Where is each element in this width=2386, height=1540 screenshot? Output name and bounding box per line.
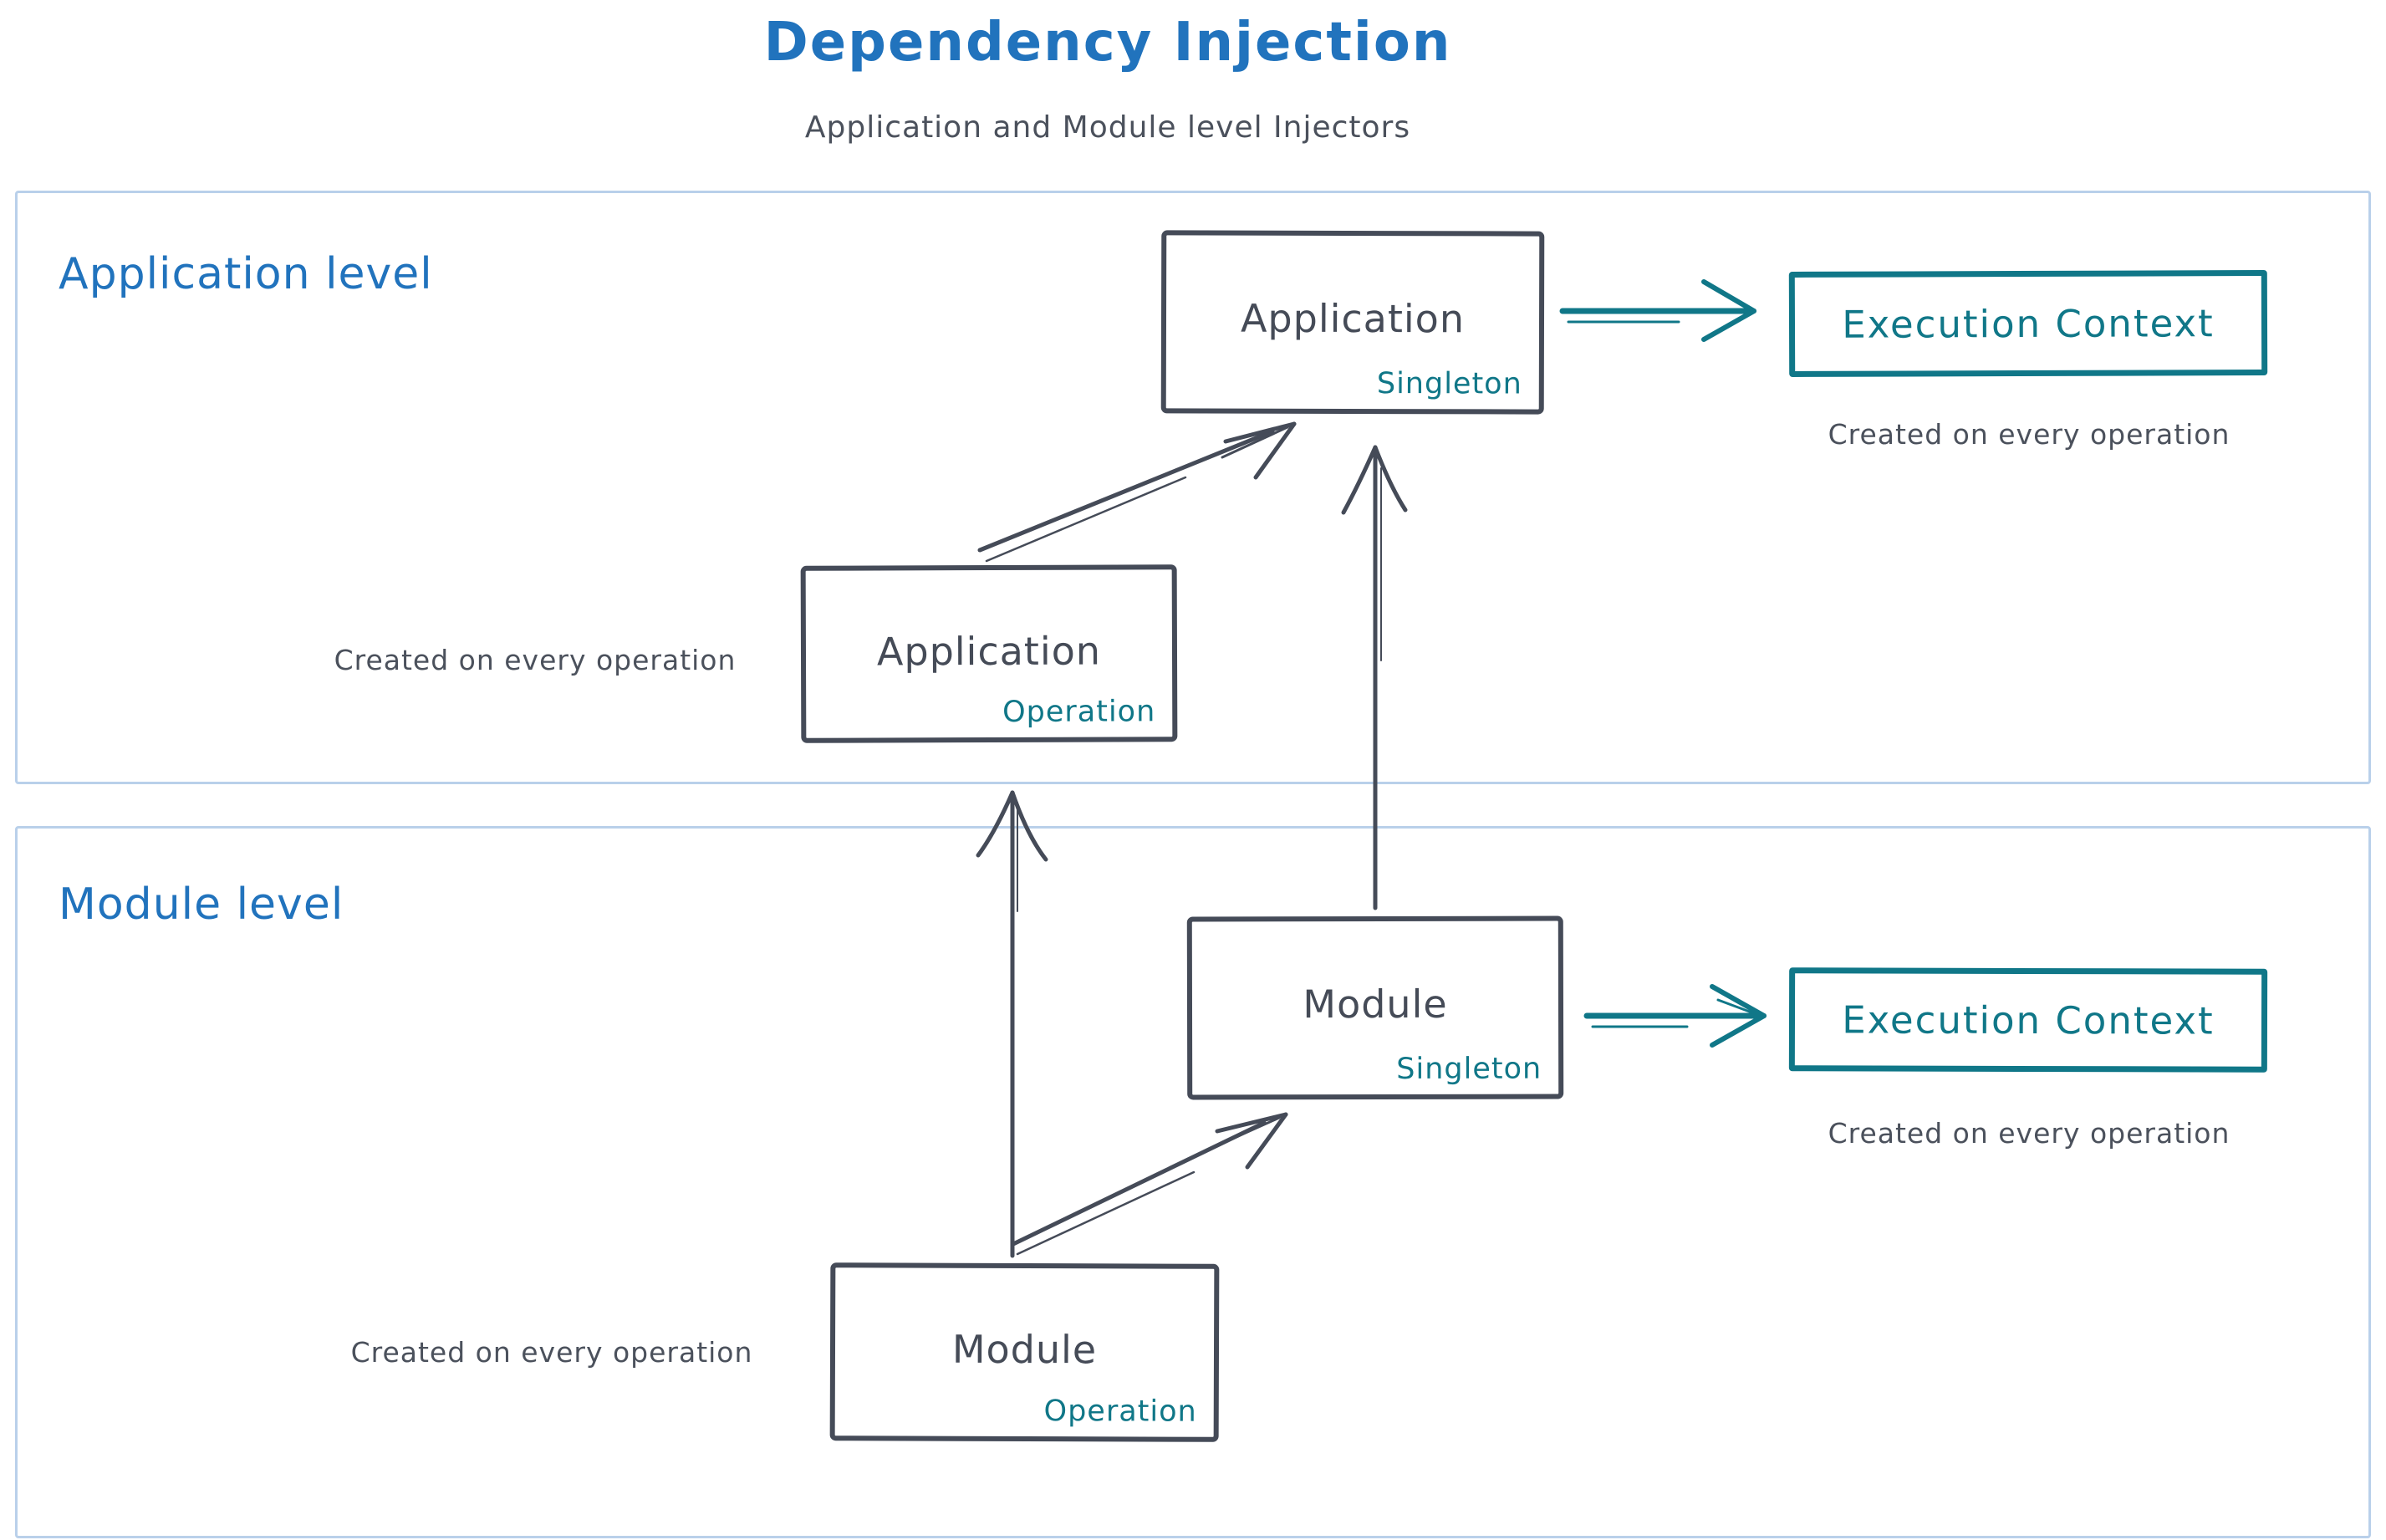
application-operation-box: Application Operation [800, 564, 1178, 743]
arrow-app-singleton-to-execution-context [1559, 279, 1756, 342]
module-level-container [15, 826, 2371, 1538]
application-execution-context-caption: Created on every operation [1828, 418, 2231, 451]
application-level-label: Application level [59, 249, 433, 299]
application-level-container [15, 191, 2371, 784]
module-singleton-tag: Singleton [1396, 1052, 1542, 1086]
application-operation-label: Application [876, 628, 1102, 675]
module-singleton-label: Module [1303, 982, 1448, 1028]
arrow-module-singleton-to-app-singleton [1341, 445, 1408, 910]
module-execution-context-label: Execution Context [1842, 997, 2215, 1043]
arrow-module-operation-to-app-operation [976, 790, 1048, 1258]
application-execution-context-label: Execution Context [1842, 300, 2215, 347]
module-level-label: Module level [59, 880, 344, 930]
page-subtitle: Application and Module level Injectors [804, 110, 1411, 145]
module-operation-label: Module [951, 1327, 1098, 1373]
module-execution-context-caption: Created on every operation [1828, 1117, 2231, 1150]
application-operation-caption: Created on every operation [334, 644, 737, 676]
application-execution-context-box: Execution Context [1788, 270, 2268, 377]
arrow-module-operation-to-module-singleton [1011, 1112, 1288, 1256]
page-title: Dependency Injection [763, 12, 1452, 74]
module-execution-context-box: Execution Context [1788, 967, 2268, 1073]
module-singleton-box: Module Singleton [1186, 915, 1564, 1100]
module-operation-caption: Created on every operation [350, 1336, 753, 1369]
module-operation-box: Module Operation [829, 1262, 1220, 1442]
arrow-module-singleton-to-execution-context [1583, 984, 1767, 1048]
arrow-app-operation-to-app-singleton [977, 421, 1297, 563]
application-singleton-label: Application [1240, 296, 1466, 342]
application-singleton-box: Application Singleton [1160, 230, 1545, 415]
application-singleton-tag: Singleton [1376, 367, 1522, 401]
module-operation-tag: Operation [1043, 1395, 1197, 1429]
application-operation-tag: Operation [1002, 695, 1156, 729]
